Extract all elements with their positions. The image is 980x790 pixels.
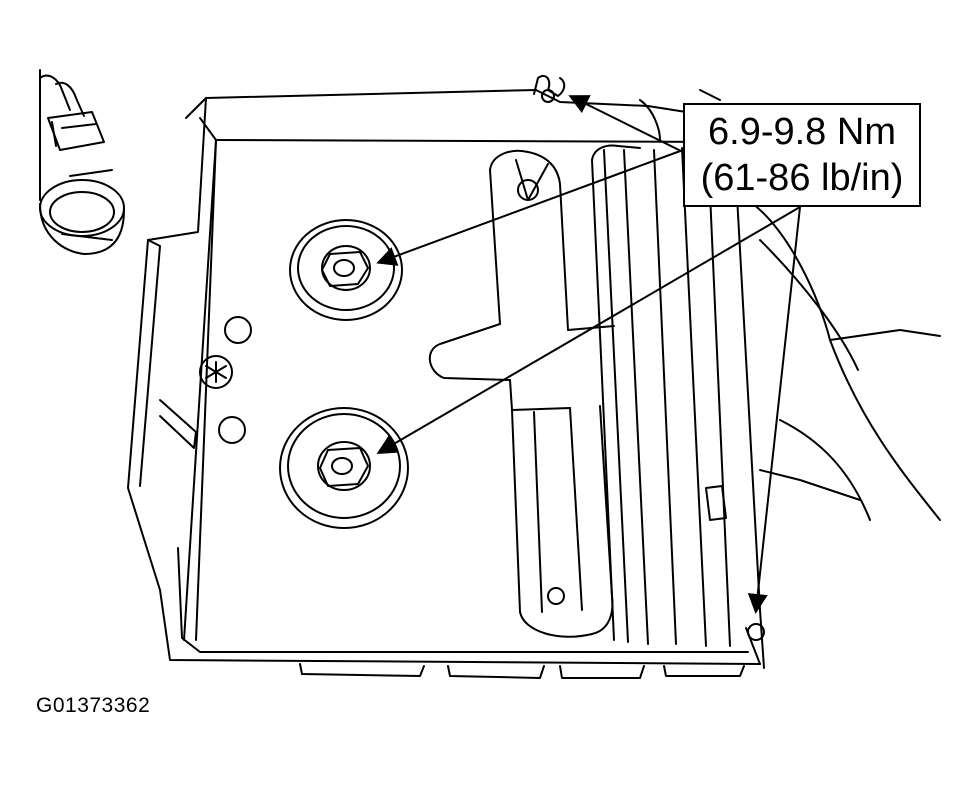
callout-leaders: [376, 95, 801, 614]
torque-imperial-label: (61-86 lb/in): [700, 157, 904, 199]
upper-bolt: [289, 219, 403, 321]
tray-hole-lower: [218, 416, 246, 444]
figure-id: G01373362: [36, 694, 151, 717]
body-structure: [639, 89, 941, 641]
hold-down-rail: [429, 144, 731, 647]
torque-metric-label: 6.9-9.8 Nm: [708, 111, 896, 153]
top-clip: [533, 74, 566, 103]
battery-tray: [127, 89, 765, 679]
small-screw: [199, 355, 233, 389]
tray-hole-upper: [224, 316, 252, 344]
hose-clamp-component: [39, 69, 125, 255]
lower-bolt: [279, 407, 409, 529]
torque-callout-box: 6.9-9.8 Nm (61-86 lb/in): [683, 103, 921, 207]
